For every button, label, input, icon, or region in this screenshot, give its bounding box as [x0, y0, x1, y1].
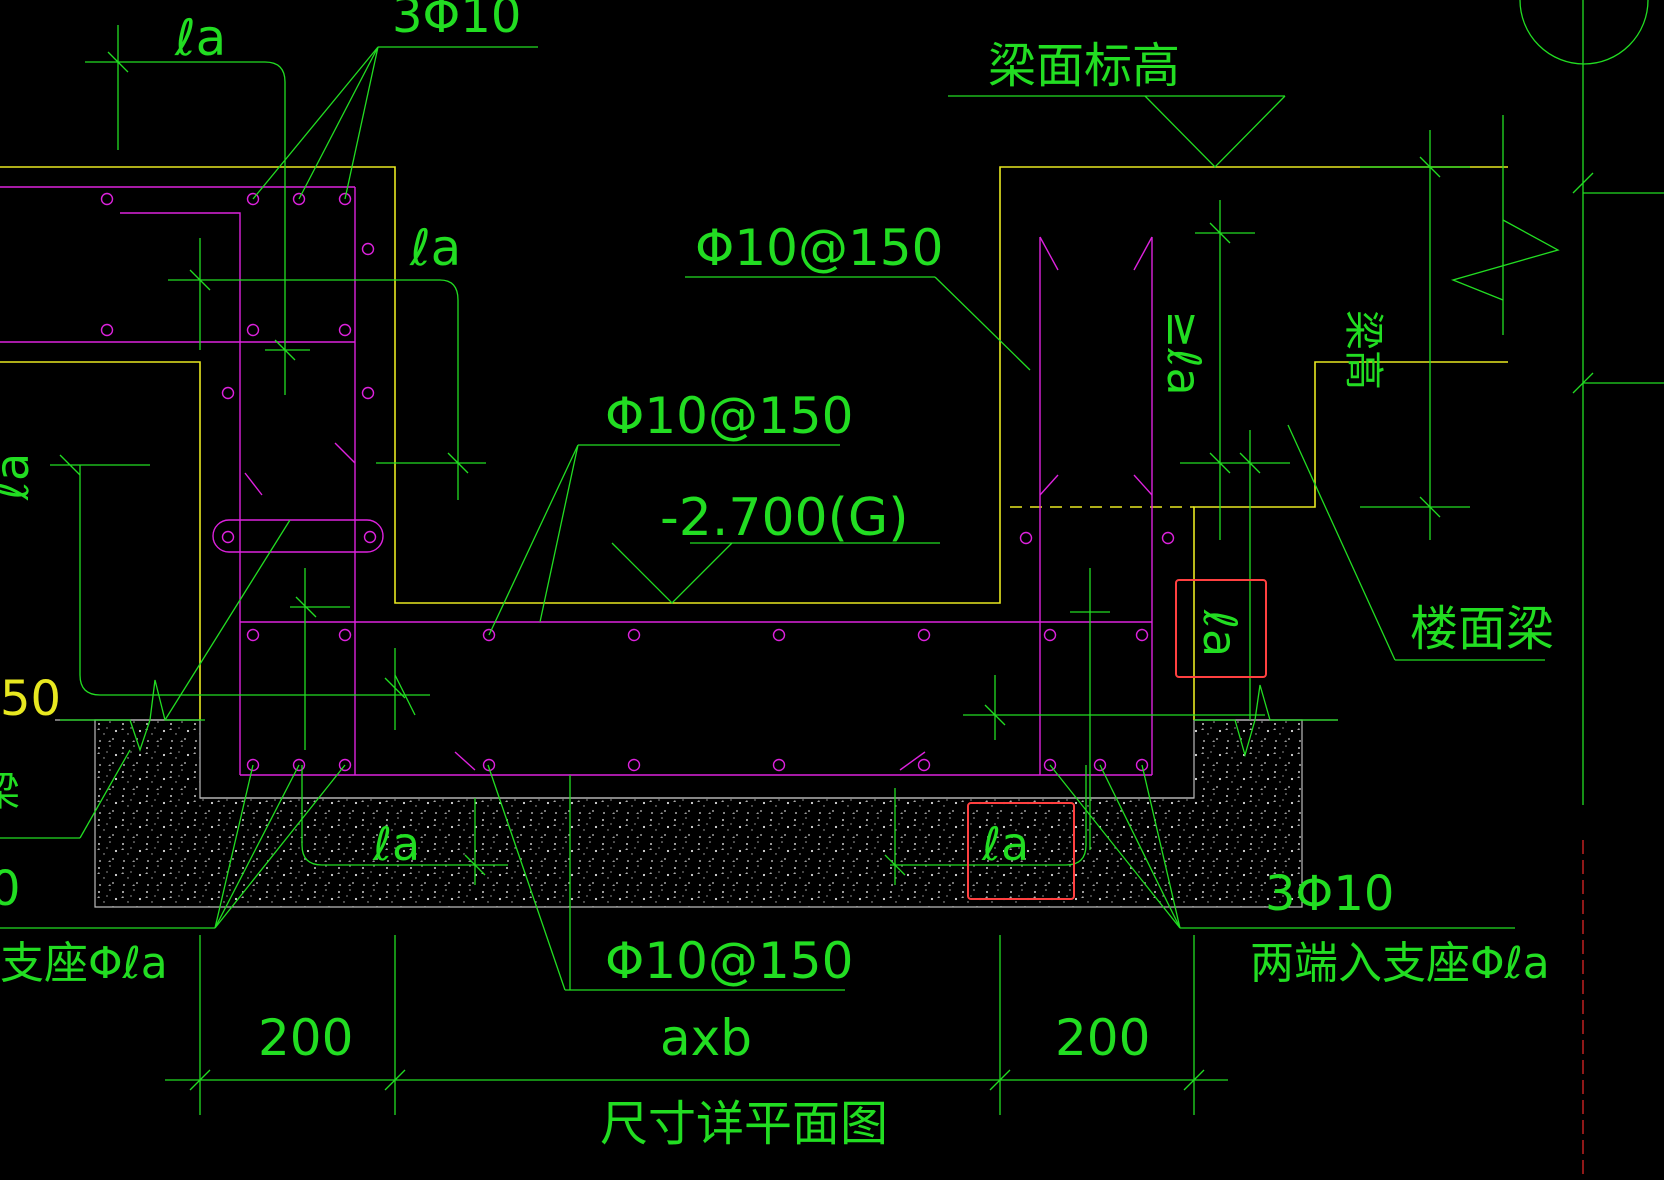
label-floor-beam: 楼面梁 [1410, 601, 1554, 657]
label-anchor-left: 支座Φℓa [0, 938, 168, 989]
label-beam-top-elev: 梁面标高 [988, 38, 1180, 94]
label-right-highlight-la: ℓa [1193, 609, 1247, 657]
label-left-cut3: 0 [0, 861, 21, 917]
label-dim-left: 200 [258, 1009, 353, 1067]
label-bottom-la: ℓa [372, 817, 420, 871]
label-stirrup-wall: Φ10@150 [695, 219, 943, 277]
label-left-la: ℓa [0, 453, 39, 501]
label-left-cut: 50 [0, 671, 61, 727]
label-elevation: -2.700(G) [660, 488, 909, 548]
label-left-cut2: 梁 [0, 769, 20, 815]
label-beam-depth: 梁高 [1340, 310, 1386, 390]
label-stirrup-slab: Φ10@150 [605, 387, 853, 445]
label-wall-la: ≥ℓa [1157, 310, 1211, 396]
label-inner-la: ℓa [409, 219, 461, 277]
label-bottom-highlight-la: ℓa [981, 817, 1029, 871]
concrete-cushion [55, 719, 1338, 908]
rebar-dots [100, 192, 1175, 772]
label-anchor-right: 两端入支座Φℓa [1250, 938, 1550, 989]
dimension-lines [0, 0, 1664, 1115]
label-top-bars: 3Φ10 [392, 0, 521, 44]
highlight-box-right [1175, 579, 1267, 678]
label-right-bottom-bars: 3Φ10 [1265, 866, 1394, 922]
label-plan-note: 尺寸详平面图 [600, 1096, 888, 1152]
rebar-cage [0, 186, 1153, 776]
label-dim-mid: axb [660, 1009, 752, 1067]
highlight-box-bottom [967, 802, 1075, 900]
label-stirrup-bottom: Φ10@150 [605, 932, 853, 990]
label-dim-right: 200 [1055, 1009, 1150, 1067]
label-top-la: ℓa [174, 9, 226, 67]
